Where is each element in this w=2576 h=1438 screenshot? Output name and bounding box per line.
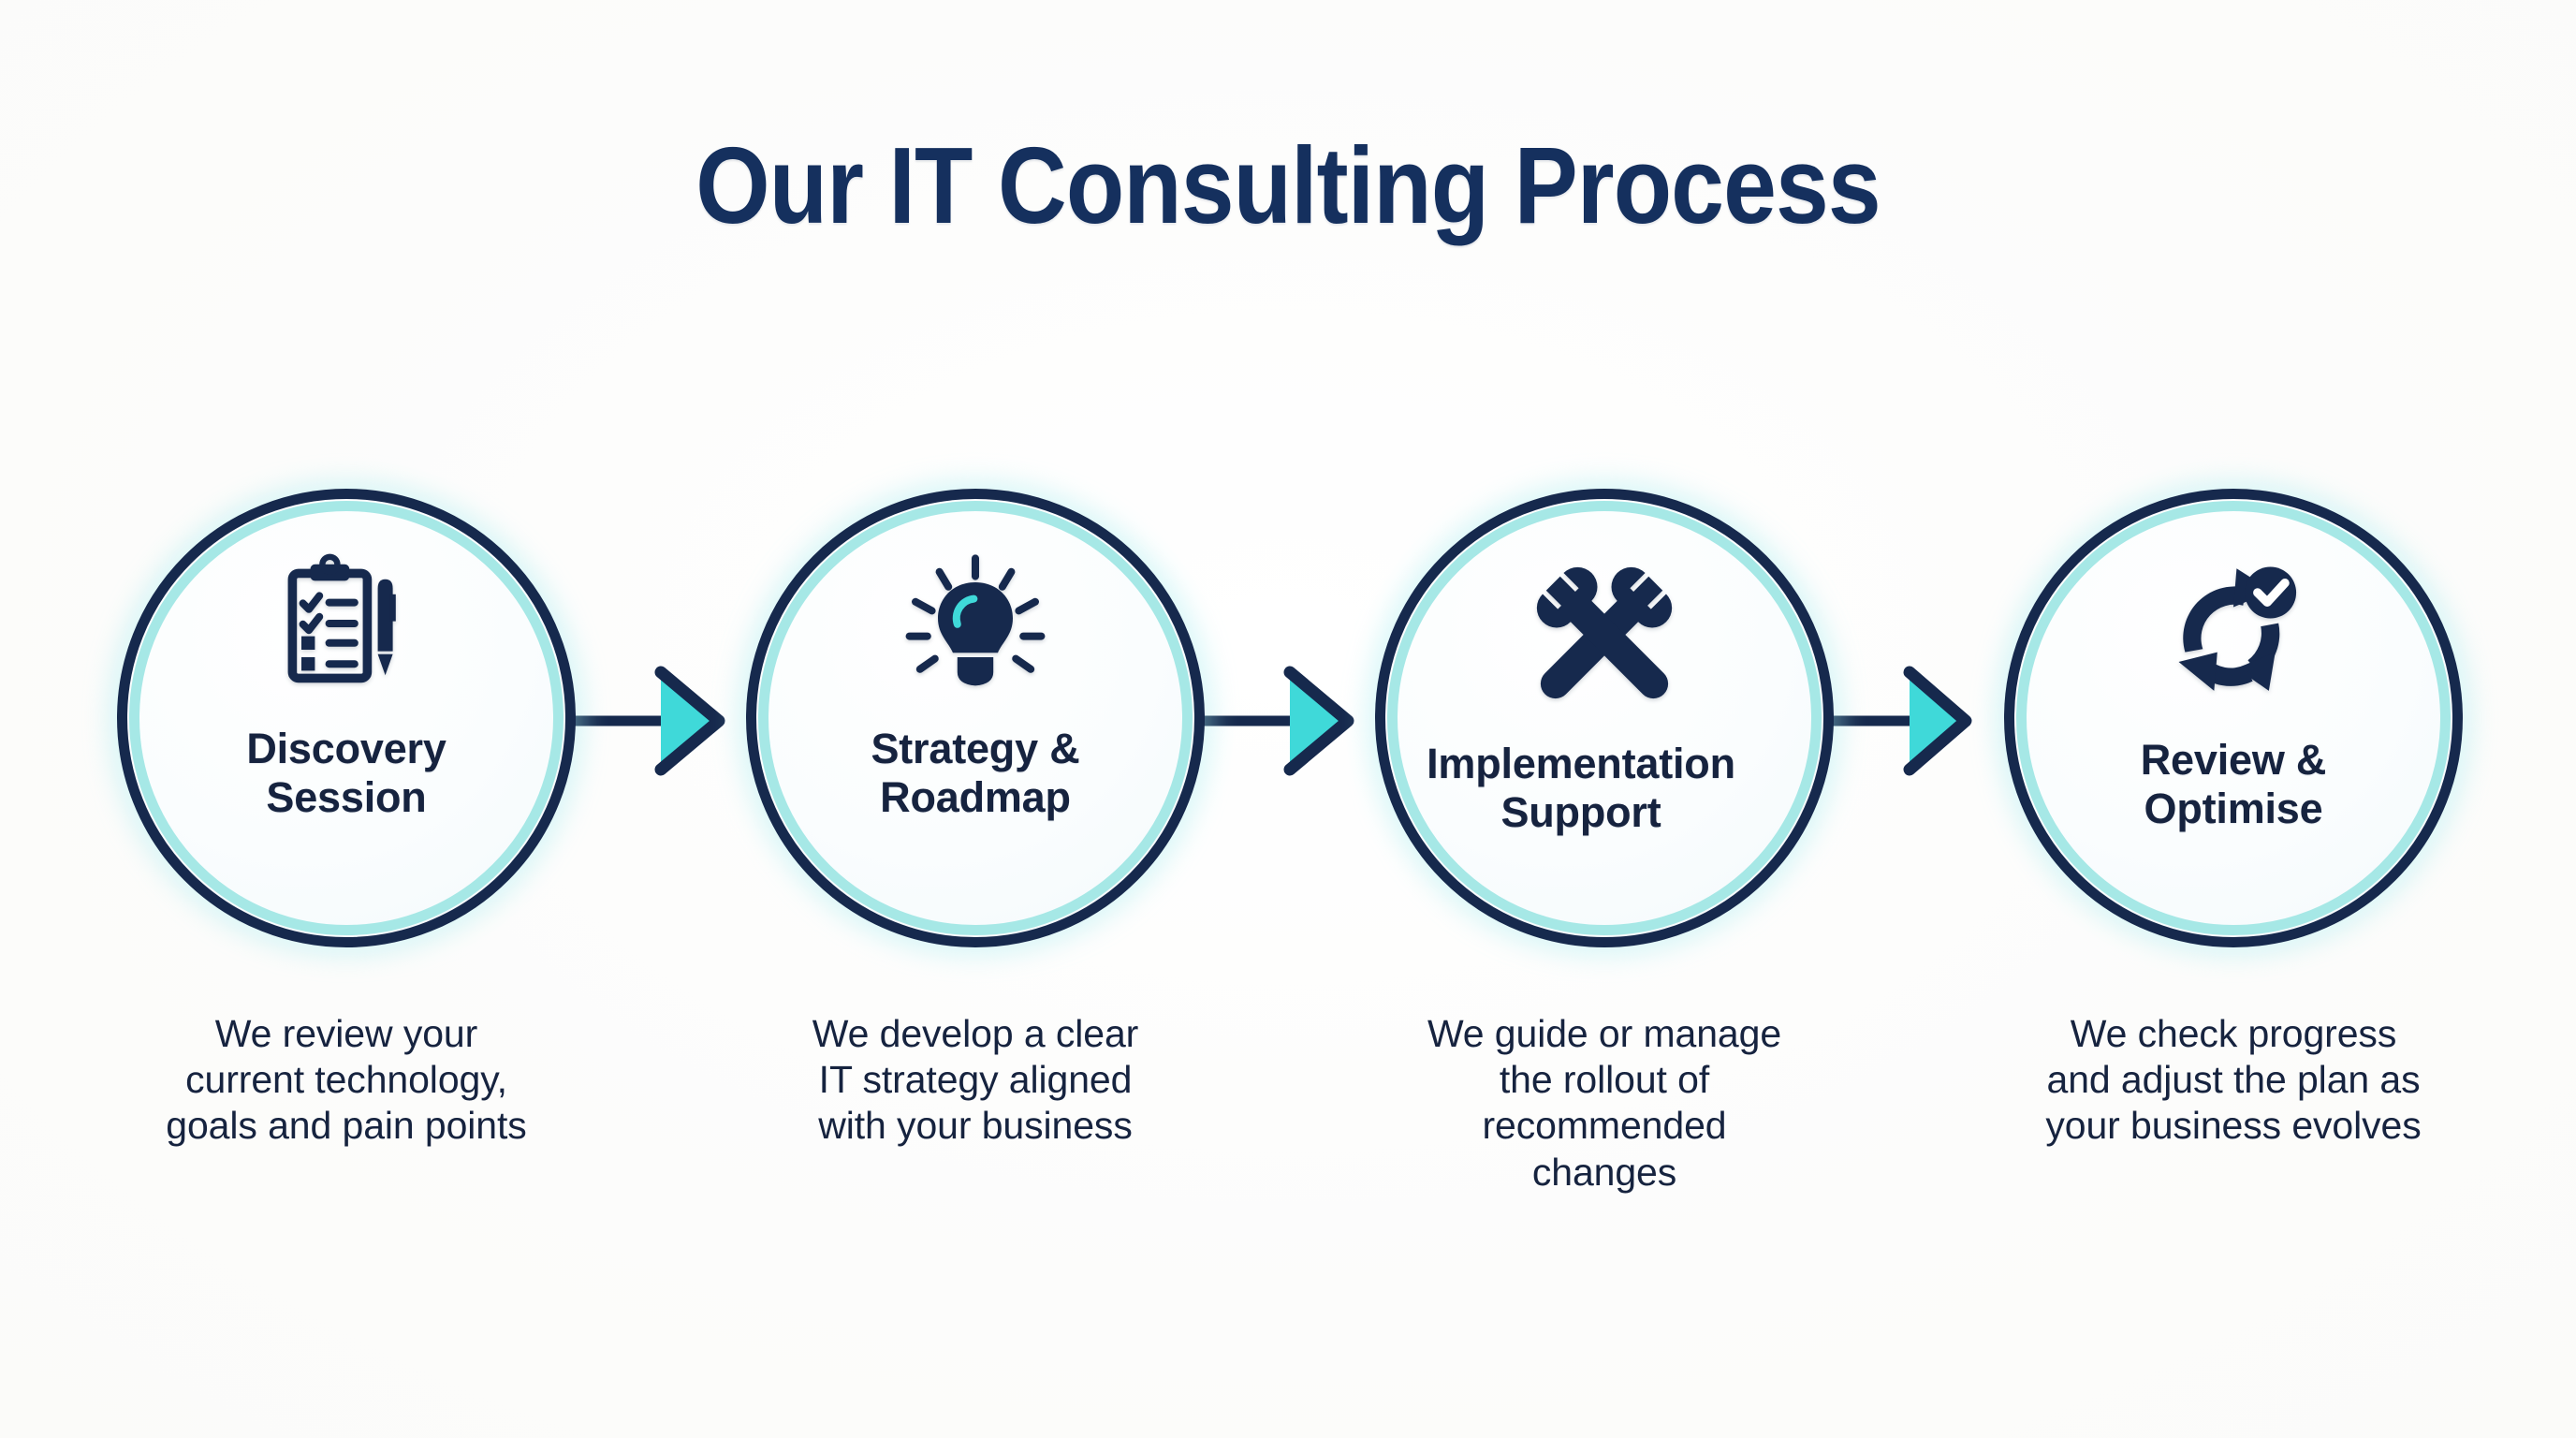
step-circle-content: Discovery Session: [117, 489, 576, 947]
step-circle-content: Implementation Support: [1375, 489, 1834, 947]
process-step-2[interactable]: Strategy & Roadmap: [746, 489, 1205, 947]
process-step-4[interactable]: Review & Optimise: [2004, 489, 2463, 947]
arrow-right-icon: [1187, 666, 1354, 776]
step-label: Discovery Session: [246, 725, 446, 822]
connector-arrow-2: [1187, 655, 1425, 786]
process-step-3[interactable]: Implementation Support: [1375, 489, 1834, 947]
connector-arrow-1: [558, 655, 796, 786]
crossed-wrenches-icon: [1536, 566, 1673, 699]
step-caption: We develop a clear IT strategy aligned w…: [812, 1012, 1139, 1148]
refresh-cycle-check-icon: [2178, 566, 2297, 691]
step-circle: [1375, 489, 1834, 947]
lightbulb-idea-icon: [905, 554, 1046, 686]
page-title: Our IT Consulting Process: [695, 125, 1881, 246]
arrow-right-icon: [1816, 666, 1972, 776]
step-label: Strategy & Roadmap: [871, 725, 1080, 822]
step-label: Implementation Support: [1427, 740, 1735, 837]
step-circle-content: Review & Optimise: [2004, 489, 2463, 947]
step-caption: We guide or manage the rollout of recomm…: [1427, 1012, 1782, 1194]
step-caption: We review your current technology, goals…: [166, 1012, 527, 1148]
step-label: Review & Optimise: [2140, 736, 2327, 833]
clipboard-checklist-pen-icon: [287, 553, 396, 683]
step-circle-content: Strategy & Roadmap: [746, 489, 1205, 947]
step-caption: We check progress and adjust the plan as…: [2045, 1012, 2422, 1148]
arrow-right-icon: [558, 666, 725, 776]
step-circle: [2004, 489, 2463, 947]
connector-arrow-3: [1816, 655, 2054, 786]
process-step-1[interactable]: Discovery Session: [117, 489, 576, 947]
